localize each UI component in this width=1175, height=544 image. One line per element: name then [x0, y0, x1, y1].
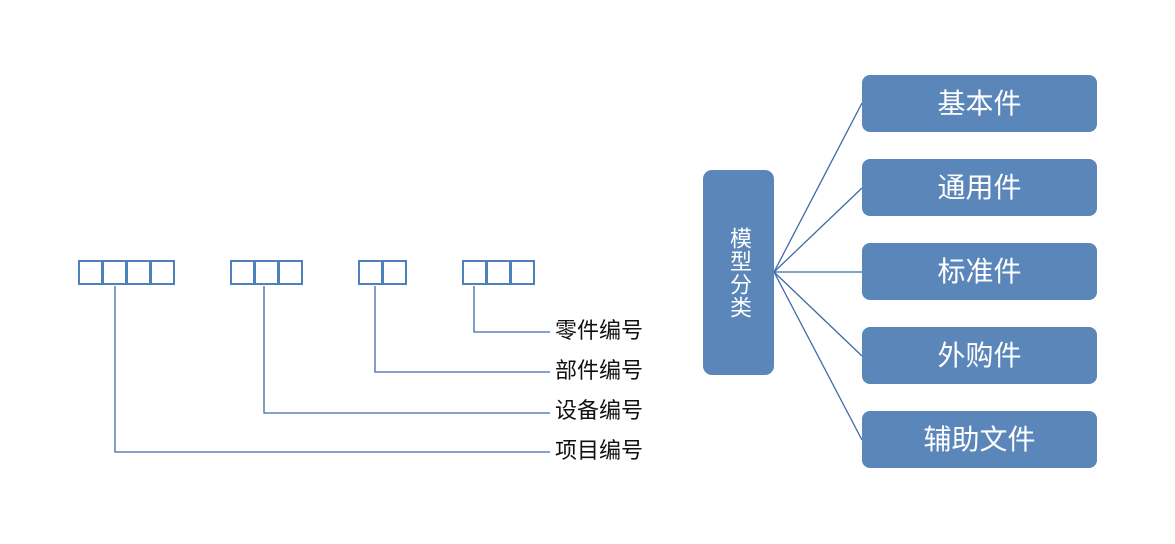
label-part-number: 零件编号 [555, 319, 644, 344]
category-node-purchased: 外购件 [862, 327, 1097, 384]
tree-connector-1 [773, 102, 863, 273]
label-component-number: 部件编号 [555, 359, 644, 384]
leader-line-project [114, 286, 550, 453]
category-label: 通用件 [937, 171, 1022, 204]
code-cell [254, 260, 279, 285]
code-cell [278, 260, 303, 285]
code-cell [486, 260, 511, 285]
code-cell [230, 260, 255, 285]
code-cell [150, 260, 175, 285]
category-node-auxiliary: 辅助文件 [862, 411, 1097, 468]
category-label: 基本件 [937, 87, 1022, 120]
tree-connector-5 [773, 271, 863, 441]
model-classification-label: 模型分类 [726, 226, 751, 319]
leader-line-part [473, 286, 550, 333]
code-cell [382, 260, 407, 285]
category-node-standard: 标准件 [862, 243, 1097, 300]
code-cell [126, 260, 151, 285]
label-equipment-number: 设备编号 [555, 399, 644, 424]
code-cell [102, 260, 127, 285]
code-cell [462, 260, 487, 285]
label-project-number: 项目编号 [555, 439, 644, 464]
leader-line-component [374, 286, 550, 373]
category-node-common: 通用件 [862, 159, 1097, 216]
category-label: 外购件 [937, 339, 1022, 372]
code-cell [510, 260, 535, 285]
tree-connector-4 [773, 271, 863, 357]
tree-connector-2 [773, 187, 863, 273]
code-cell [358, 260, 383, 285]
code-cell [78, 260, 103, 285]
category-label: 辅助文件 [923, 423, 1036, 456]
leader-line-equipment [263, 286, 550, 414]
category-node-basic: 基本件 [862, 75, 1097, 132]
category-label: 标准件 [937, 255, 1022, 288]
model-classification-node: 模型分类 [703, 170, 774, 375]
